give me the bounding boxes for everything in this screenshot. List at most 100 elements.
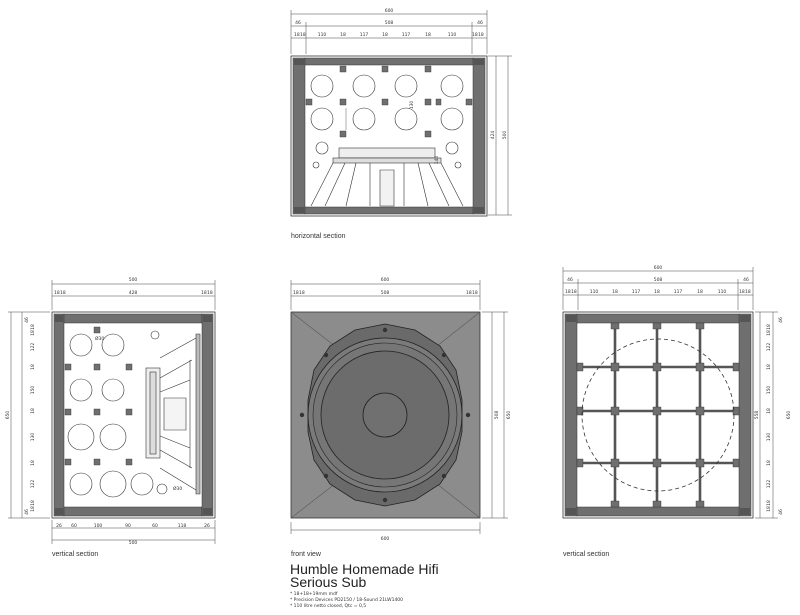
vleft-left-outer-label: 650: [5, 411, 11, 420]
vright-tseg-6: 117: [674, 289, 683, 295]
vleft-driver-profile: [145, 333, 201, 495]
vright-side-left-label: 46: [567, 277, 573, 283]
horizontal-driver-section: [310, 147, 464, 207]
vleft-bseg-2: 100: [94, 523, 103, 529]
vright-rseg-9: 122: [766, 480, 772, 489]
vright-tseg-1: 18: [571, 289, 577, 295]
front-top-r1: 18: [466, 290, 472, 296]
front-driver-dustcap: [362, 392, 408, 438]
spec-note: * 110 litre netto closed, Qtc = 0,5: [290, 604, 367, 609]
vleft-bseg-4: 60: [152, 523, 158, 529]
vleft-bseg-1: 60: [71, 523, 77, 529]
vright-driver-cutout-outline: [581, 338, 735, 492]
vleft-lseg-3: 122: [30, 343, 36, 352]
vright-rseg-4: 18: [766, 364, 772, 370]
vleft-overall-bottom-label: 500: [129, 540, 138, 546]
horizontal-seg-3: 18: [340, 32, 346, 38]
vright-right-outer-label: 650: [786, 411, 792, 420]
vertical-section-right-view: 600 508 46 46 18 18 110 18 117 18 117 18…: [562, 265, 792, 558]
vright-brace-nodes: [576, 322, 740, 508]
vleft-bseg-5: 118: [178, 523, 187, 529]
horizontal-seg-0: 18: [294, 32, 300, 38]
front-view: 600 508 18 18 18 18 508 650 600 front vi…: [290, 277, 512, 558]
vright-dimension-lines: [562, 267, 778, 519]
vright-rseg-1: 18: [766, 324, 772, 330]
vright-rseg-11: 18: [766, 506, 772, 512]
vright-rseg-0: 46: [778, 317, 784, 323]
vright-right-segment-labels: 46 18 18 122 18 150 18 130 18 122 18 18 …: [766, 317, 784, 515]
vleft-lseg-8: 18: [30, 460, 36, 466]
horizontal-inner-width-label: 508: [385, 20, 394, 26]
horizontal-section-caption: horizontal section: [291, 233, 346, 240]
horizontal-brace-blocks: [305, 65, 473, 138]
vright-tseg-5: 18: [654, 289, 660, 295]
vright-tseg-2: 110: [590, 289, 599, 295]
vleft-top-r2: 18: [207, 290, 213, 296]
vright-tseg-3: 18: [612, 289, 618, 295]
vleft-inner-top-label: 428: [129, 290, 138, 296]
vleft-lseg-9: 122: [30, 480, 36, 489]
front-right-outer-label: 650: [506, 411, 512, 420]
vright-tseg-8: 110: [718, 289, 727, 295]
vright-rseg-10: 18: [766, 500, 772, 506]
vright-tseg-0: 18: [565, 289, 571, 295]
vright-right-inner-label: 558: [754, 411, 760, 420]
front-top-r2: 18: [472, 290, 478, 296]
horizontal-seg-6: 117: [402, 32, 411, 38]
front-dimension-lines: [290, 280, 508, 534]
vleft-overall-top-label: 500: [129, 277, 138, 283]
vleft-left-segment-labels: 46 18 18 122 18 150 18 130 18 122 18 18 …: [24, 317, 36, 515]
vleft-lseg-12: 46: [24, 509, 30, 515]
vleft-lseg-6: 18: [30, 408, 36, 414]
vleft-lseg-7: 130: [30, 433, 36, 442]
vleft-lseg-0: 46: [24, 317, 30, 323]
spec-notes: * 18+18+19mm mdf * Precision Devices PD2…: [290, 592, 590, 610]
vleft-bseg-0: 26: [56, 523, 62, 529]
vleft-top-r1: 18: [201, 290, 207, 296]
horizontal-right-inner-label: 424: [490, 131, 496, 140]
vleft-bseg-3: 90: [125, 523, 131, 529]
front-top-l1: 18: [293, 290, 299, 296]
vright-rseg-7: 130: [766, 433, 772, 442]
vleft-lseg-10: 18: [30, 500, 36, 506]
vleft-lseg-5: 150: [30, 386, 36, 395]
title-line-2: Serious Sub: [290, 574, 367, 590]
vertical-section-left-caption: vertical section: [52, 551, 98, 558]
title-line-1: Humble Homemade Hifi: [290, 561, 439, 577]
vleft-bottom-segment-labels: 26 60 100 90 60 118 26: [56, 523, 210, 529]
front-right-inner-label: 508: [494, 411, 500, 420]
vright-tseg-10: 18: [745, 289, 751, 295]
vright-tseg-7: 18: [697, 289, 703, 295]
horizontal-seg-2: 110: [318, 32, 327, 38]
horizontal-brace-holes: [310, 74, 464, 169]
vleft-port-bottom-label: Ø30: [173, 485, 182, 492]
vleft-top-l2: 18: [60, 290, 66, 296]
vleft-brace-blocks: [64, 326, 133, 466]
vright-rseg-5: 150: [766, 386, 772, 395]
horizontal-seg-1: 18: [300, 32, 306, 38]
front-overall-top-label: 600: [381, 277, 390, 283]
horizontal-overall-width-label: 600: [385, 8, 394, 14]
vright-overall-top-label: 600: [654, 265, 663, 271]
front-driver-mounting-bolts: [299, 327, 471, 503]
horizontal-seg-5: 18: [382, 32, 388, 38]
horizontal-inner-b-label: 140: [434, 156, 440, 165]
vleft-top-l1: 18: [54, 290, 60, 296]
horizontal-seg-9: 18: [472, 32, 478, 38]
vleft-lseg-11: 18: [30, 506, 36, 512]
vright-rseg-6: 18: [766, 408, 772, 414]
horizontal-side-left-label: 46: [295, 20, 301, 26]
vertical-left-dimension-lines: [8, 280, 216, 544]
horizontal-dimension-lines: [290, 10, 512, 216]
front-baffle-grain: [290, 311, 481, 519]
horizontal-inner-a-label: 130: [409, 101, 415, 110]
title-block: Humble Homemade Hifi Serious Sub * 18+18…: [290, 561, 590, 610]
horizontal-seg-4: 117: [360, 32, 369, 38]
front-overall-bottom-label: 600: [381, 536, 390, 542]
vright-rseg-2: 18: [766, 330, 772, 336]
vright-top-segment-labels: 18 18 110 18 117 18 117 18 110 18 18: [565, 289, 751, 295]
vleft-port-top-label: Ø30: [95, 335, 104, 342]
vright-rseg-12: 46: [778, 509, 784, 515]
vright-side-right-label: 46: [743, 277, 749, 283]
vleft-lseg-2: 18: [30, 330, 36, 336]
